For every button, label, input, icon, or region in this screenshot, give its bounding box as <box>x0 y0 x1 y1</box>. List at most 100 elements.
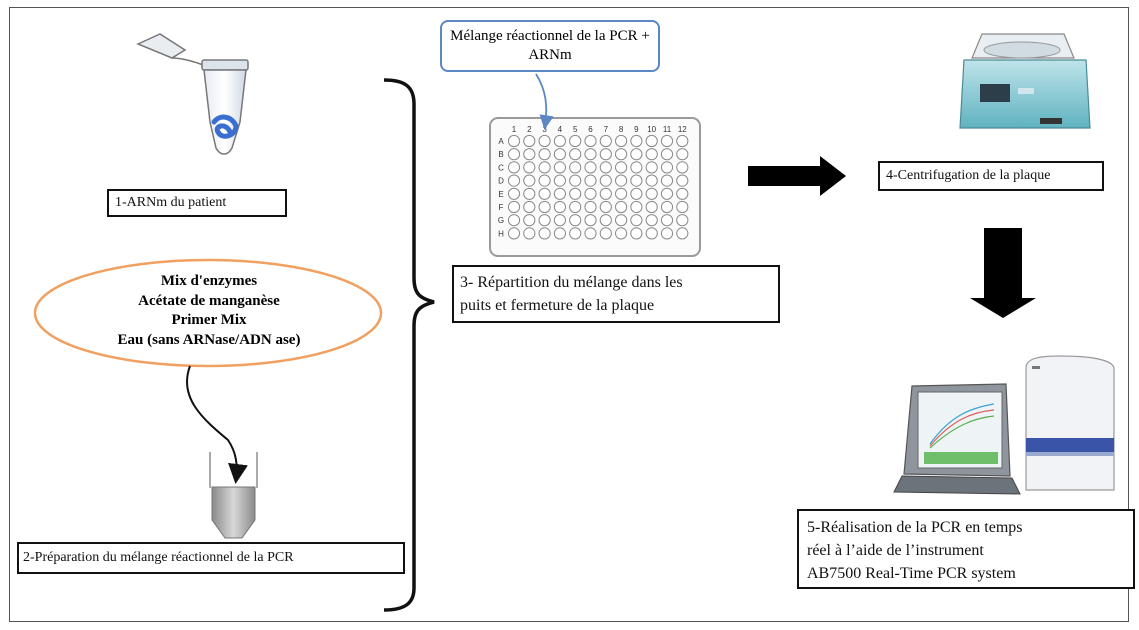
plate-well <box>553 187 567 200</box>
plate-well <box>599 161 612 174</box>
reagent-enzyme-mix: Mix d'enzymes <box>160 273 258 289</box>
plate-row-label: H <box>498 229 504 238</box>
plate-well <box>523 174 536 187</box>
plate-well <box>523 214 536 227</box>
plate-well <box>645 200 658 214</box>
plate-well <box>538 214 551 227</box>
plate-well <box>553 134 567 148</box>
reagent-primer-mix: Primer Mix <box>171 312 247 328</box>
plate-column-label: 5 <box>573 125 578 134</box>
plate-well <box>553 214 567 227</box>
plate-well <box>660 200 674 214</box>
plate-well <box>538 187 551 200</box>
plate-column-label: 3 <box>542 125 547 134</box>
plate-well <box>630 174 643 187</box>
plate-well <box>615 174 628 187</box>
plate-well <box>615 227 628 240</box>
microtube-icon <box>136 33 249 155</box>
plate-well <box>507 227 521 240</box>
plate-well <box>523 148 536 161</box>
plate-well <box>553 148 567 161</box>
plate-row-label: F <box>499 203 504 212</box>
plate-well <box>584 214 597 227</box>
plate-well <box>630 214 643 227</box>
plate-well <box>645 227 658 240</box>
plate-well <box>676 227 689 240</box>
plate-well <box>523 227 536 240</box>
step2-label: 2-Préparation du mélange réactionnel de … <box>23 550 294 565</box>
plate-well <box>523 134 536 148</box>
reagent-arrow <box>186 365 248 484</box>
plate-column-label: 2 <box>527 125 532 134</box>
plate-column-label: 6 <box>588 125 593 134</box>
plate-row-label: D <box>498 177 504 186</box>
plate-well <box>615 134 628 148</box>
plate-well <box>615 200 628 214</box>
step5-line3: AB7500 Real-Time PCR system <box>807 565 1016 582</box>
plate-well <box>584 227 597 240</box>
plate-well <box>645 161 658 174</box>
plate-well <box>660 174 674 187</box>
plate-well <box>507 134 521 148</box>
callout-line1: Mélange réactionnel de la PCR + <box>450 28 650 44</box>
plate-well <box>584 161 597 174</box>
plate-well <box>553 174 567 187</box>
plate-column-label: 7 <box>604 125 609 134</box>
plate-well <box>599 200 612 214</box>
plate-well <box>615 161 628 174</box>
plate-well <box>630 148 643 161</box>
callout-arrow <box>535 73 554 130</box>
plate-well <box>660 187 674 200</box>
callout-line2: ARNm <box>528 47 572 63</box>
plate-column-label: 9 <box>634 125 639 134</box>
plate-well <box>615 148 628 161</box>
plate-well <box>660 161 674 174</box>
plate-well <box>645 174 658 187</box>
plate-well <box>630 161 643 174</box>
plate-column-label: 4 <box>558 125 563 134</box>
plate-well <box>507 161 521 174</box>
plate-well <box>538 161 551 174</box>
step1-label: 1-ARNm du patient <box>115 195 227 210</box>
plate-well <box>660 227 674 240</box>
plate-well <box>676 187 689 200</box>
plate-well <box>538 134 551 148</box>
pcr-instrument-icon <box>1025 355 1115 491</box>
plate-well <box>507 187 521 200</box>
plate-well <box>569 214 582 227</box>
plate-well <box>660 214 674 227</box>
plate-well <box>584 200 597 214</box>
plate-well <box>645 134 658 148</box>
plate-well <box>507 200 521 214</box>
plate-well <box>676 174 689 187</box>
right-block-arrow <box>748 156 846 196</box>
down-block-arrow <box>970 228 1036 318</box>
plate-column-label: 12 <box>678 125 687 134</box>
step5-line1: 5-Réalisation de la PCR en temps <box>807 519 1023 536</box>
plate-column-label: 10 <box>647 125 656 134</box>
callout-box: Mélange réactionnel de la PCR + ARNm <box>440 20 660 72</box>
plate-column-label: 1 <box>512 125 517 134</box>
plate-row-label: A <box>498 137 504 146</box>
plate-well <box>538 200 551 214</box>
plate-well <box>538 174 551 187</box>
step5-line2: réel à l’aide de l’instrument <box>807 542 984 559</box>
plate-well <box>584 134 597 148</box>
plate-well <box>507 174 521 187</box>
plate-well <box>599 227 612 240</box>
plate-well <box>569 227 582 240</box>
plate-well <box>569 148 582 161</box>
plate-well <box>645 187 658 200</box>
plate-well <box>630 134 643 148</box>
plate-well <box>615 214 628 227</box>
plate-well <box>630 187 643 200</box>
step5-box: 5-Réalisation de la PCR en temps réel à … <box>797 509 1135 589</box>
laptop-icon <box>893 383 1021 495</box>
reagent-ellipse <box>33 258 383 368</box>
diagram-frame <box>9 7 1129 622</box>
plate-well <box>660 148 674 161</box>
plate-row-label: B <box>498 150 503 159</box>
plate-well <box>676 134 689 148</box>
